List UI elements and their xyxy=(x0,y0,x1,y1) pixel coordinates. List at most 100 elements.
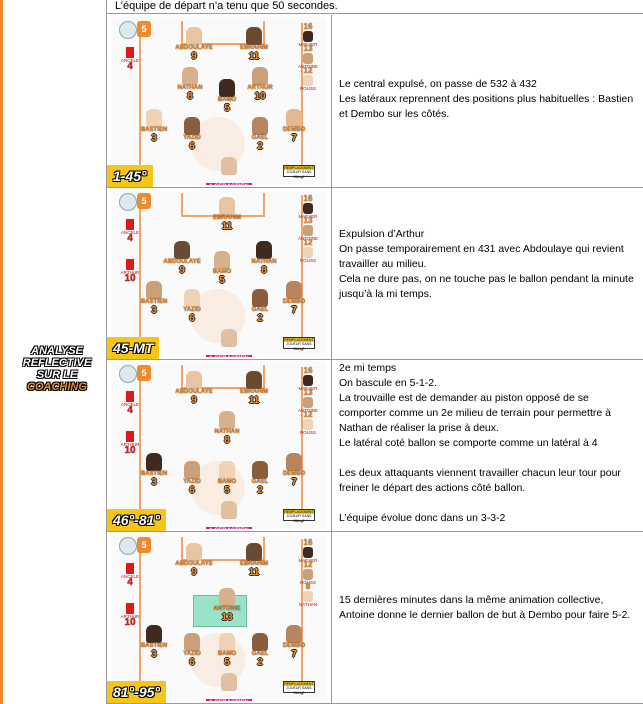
player-name: NATHAN xyxy=(251,259,277,265)
player-photo xyxy=(252,117,268,135)
player-name: 1 SEBASTIEN xyxy=(206,699,252,701)
pitch-lines xyxy=(139,23,303,179)
player-name: EBRAHIM xyxy=(213,215,241,221)
player-number: 16 xyxy=(303,538,313,547)
goalkeeper-marker: 1 SEBASTIEN xyxy=(199,157,259,185)
player-photo xyxy=(303,397,313,408)
player-photo xyxy=(303,75,313,86)
player-number: 10 xyxy=(124,445,136,456)
player-name: NATHAN xyxy=(177,85,203,91)
side-column: ANALYSE REFLECTIVE SUR LE COACHING xyxy=(3,0,107,704)
player-name: ARTHUR xyxy=(120,270,140,275)
red-card-icon xyxy=(126,259,134,270)
player-number: 12 xyxy=(303,66,313,75)
player-photo xyxy=(252,633,268,651)
player-number: 4 xyxy=(127,233,133,244)
player-number: 5 xyxy=(224,485,230,496)
player-name: ANTOINE xyxy=(298,236,318,241)
legend-subtitle: JOUEUR SANS BALLE xyxy=(286,170,312,179)
player-name: ARTHUR xyxy=(247,85,273,91)
player-number: 11 xyxy=(248,567,260,578)
player-photo xyxy=(303,547,313,558)
player-name: NATHAN xyxy=(214,429,240,435)
analysis-paragraph: Le central expulsé, on passe de 532 à 43… xyxy=(339,78,537,90)
player-name: EBRAHIM xyxy=(240,389,268,395)
player-number: 16 xyxy=(303,366,313,375)
player-number: 3 xyxy=(151,477,157,488)
player-name: GAËL xyxy=(251,651,269,657)
badge-logo-icon: 5 xyxy=(137,537,151,553)
player-name: ROUSS xyxy=(299,430,316,435)
player-photo xyxy=(146,625,162,643)
player-name: ROUSS xyxy=(299,258,316,263)
player-number: 6 xyxy=(189,313,195,324)
player-photo xyxy=(184,633,200,651)
player-photo xyxy=(221,673,237,691)
player-photo xyxy=(221,501,237,519)
player-number: 3 xyxy=(151,649,157,660)
player-name: GAËL xyxy=(251,479,269,485)
player-photo xyxy=(286,109,302,127)
player-name: YAZID xyxy=(183,651,201,657)
pitch-lines xyxy=(139,195,303,351)
player-photo xyxy=(184,461,200,479)
analysis-text: 15 dernières minutes dans la même animat… xyxy=(339,593,639,623)
analysis-paragraph: On passe temporairement en 431 avec Abdo… xyxy=(339,243,624,270)
red-card-icon xyxy=(126,603,134,614)
player-name: ANCELE xyxy=(120,230,139,235)
player-photo xyxy=(146,281,162,299)
player-number: 2 xyxy=(257,141,263,152)
goalkeeper-label: 1 SEBASTIEN xyxy=(199,519,259,529)
player-name: ARTHUR xyxy=(120,614,140,619)
red-card-icon xyxy=(126,563,134,574)
player-name: MAEYER xyxy=(298,386,318,391)
player-number: 2 xyxy=(257,313,263,324)
legend-title: REMPLACEMENT xyxy=(284,682,314,686)
player-name: ARTHUR xyxy=(120,442,140,447)
player-name: DEMBO xyxy=(282,471,306,477)
player-name: BASTIEN xyxy=(140,471,168,477)
player-name: MAEYER xyxy=(298,558,318,563)
player-name: ANTOINE xyxy=(298,64,318,69)
goalkeeper-marker: 1 SEBASTIEN xyxy=(199,501,259,529)
player-number: 2 xyxy=(257,657,263,668)
analysis-paragraph xyxy=(339,451,639,466)
player-number: 4 xyxy=(127,61,133,72)
analysis-paragraph: 2e mi temps xyxy=(339,362,397,374)
player-number: 4 xyxy=(127,405,133,416)
player-number: 9 xyxy=(191,395,197,406)
player-number: 9 xyxy=(191,567,197,578)
player-photo xyxy=(219,461,235,479)
player-photo xyxy=(286,281,302,299)
player-photo xyxy=(146,453,162,471)
goalkeeper-marker: 1 SEBASTIEN xyxy=(199,673,259,701)
analysis-paragraph: L’équipe évolue donc dans un 3-3-2 xyxy=(339,512,506,524)
player-photo xyxy=(246,543,262,561)
player-photo xyxy=(174,241,190,259)
player-name: YAZID xyxy=(183,135,201,141)
player-photo xyxy=(286,625,302,643)
player-photo xyxy=(252,461,268,479)
